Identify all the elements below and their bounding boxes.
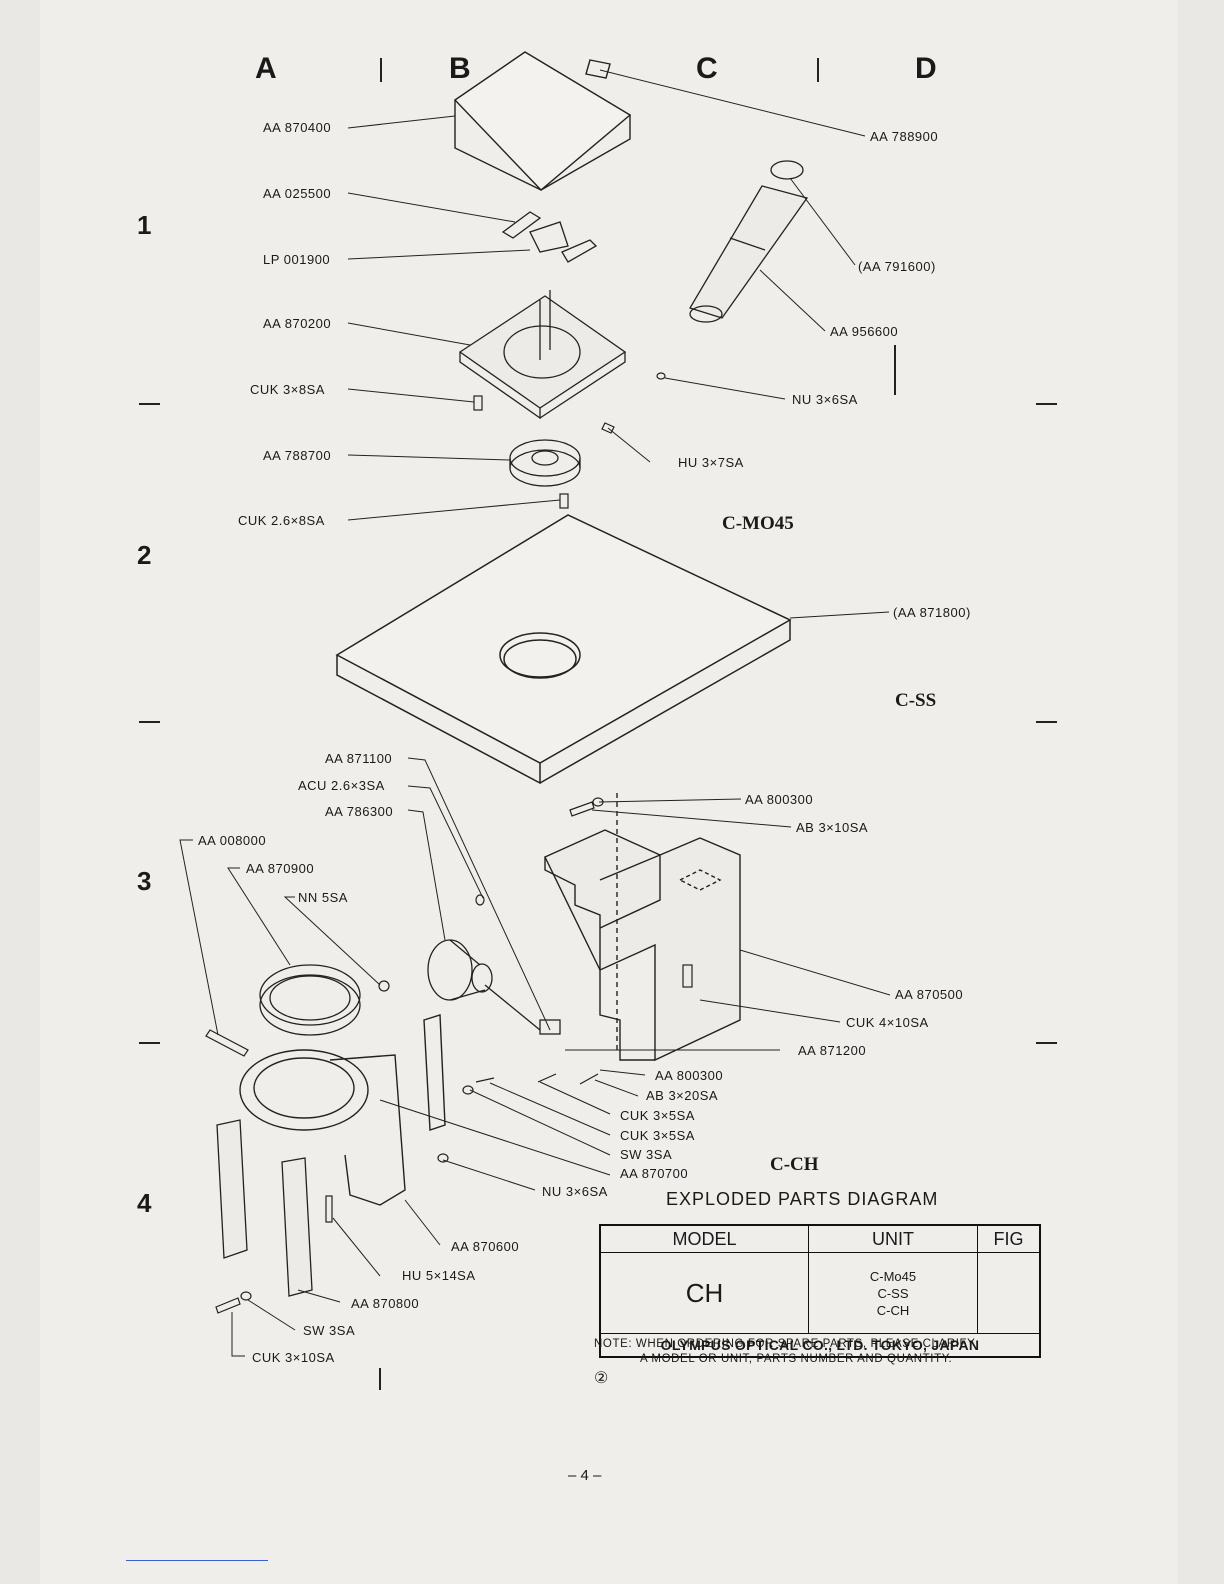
manufacturer-line: OLYMPUS OPTICAL CO., LTD. TOKYO, JAPAN <box>599 1333 1041 1358</box>
stage-plate <box>335 514 792 785</box>
part-label: CUK 3×5SA <box>620 1108 695 1123</box>
part-label: NN 5SA <box>298 890 348 905</box>
part-label: CUK 3×5SA <box>620 1128 695 1143</box>
fig-value <box>977 1252 1041 1334</box>
body-block <box>544 793 741 1062</box>
footer-rule <box>126 1560 268 1561</box>
lamp-tube <box>689 160 809 323</box>
grid-marks <box>139 58 1057 1390</box>
row-label-4: 4 <box>137 1188 152 1218</box>
part-label: AA 870500 <box>895 987 964 1002</box>
column-label-b: B <box>449 52 471 85</box>
row-label-2: 2 <box>137 540 152 570</box>
holder-body <box>239 1014 446 1206</box>
unit-list: C-Mo45 C-SS C-CH <box>808 1252 978 1334</box>
diagram-title: EXPLODED PARTS DIAGRAM <box>666 1189 939 1209</box>
part-label: AA 788900 <box>870 129 939 144</box>
part-label: (AA 791600) <box>858 259 936 274</box>
ordering-note-line1: NOTE: WHEN ORDERING FOR SPARE PARTS, PLE… <box>594 1338 976 1350</box>
part-label: CUK 4×10SA <box>846 1015 929 1030</box>
part-label: AA 786300 <box>325 804 394 819</box>
part-label: AA 800300 <box>655 1068 724 1083</box>
column-label-d: D <box>915 52 937 85</box>
part-label: AA 871200 <box>798 1043 867 1058</box>
row-label-1: 1 <box>137 210 152 240</box>
part-label: AA 800300 <box>745 792 814 807</box>
part-label: NU 3×6SA <box>792 392 858 407</box>
part-label: AA 956600 <box>830 324 899 339</box>
part-label: AA 870200 <box>263 316 332 331</box>
part-label: SW 3SA <box>303 1323 356 1338</box>
column-label-a: A <box>255 52 277 85</box>
part-label: AA 788700 <box>263 448 332 463</box>
small-screws <box>473 372 666 509</box>
part-label: CUK 3×10SA <box>252 1350 335 1365</box>
knob <box>427 939 561 1035</box>
part-label: AA 008000 <box>198 833 267 848</box>
cover-box <box>453 51 632 191</box>
unit-list-item: C-CH <box>876 1302 910 1318</box>
part-label: AA 870700 <box>620 1166 689 1181</box>
page-number: – 4 – <box>568 1467 602 1484</box>
part-label: (AA 871800) <box>893 605 971 620</box>
part-label: AA 871100 <box>325 751 393 766</box>
unit-label-cmo45: C-MO45 <box>722 513 794 534</box>
unit-header: UNIT <box>808 1224 978 1253</box>
model-header: MODEL <box>599 1224 809 1253</box>
title-block-table: MODEL UNIT FIG CH C-Mo45 C-SS C-CH OLYMP… <box>599 1224 1041 1358</box>
column-label-c: C <box>696 52 718 85</box>
unit-list-item: C-SS <box>877 1285 909 1301</box>
part-label: AA 025500 <box>263 186 332 201</box>
model-value: CH <box>599 1252 809 1334</box>
part-label: HU 5×14SA <box>402 1268 476 1283</box>
part-label: AA 870800 <box>351 1296 420 1311</box>
part-label: AA 870400 <box>263 120 332 135</box>
part-label: SW 3SA <box>620 1147 673 1162</box>
unit-label-cch: C-CH <box>770 1154 819 1175</box>
part-label: CUK 2.6×8SA <box>238 513 325 528</box>
row-label-3: 3 <box>137 866 152 896</box>
part-label: ACU 2.6×3SA <box>298 778 385 793</box>
part-label: AA 870900 <box>246 861 315 876</box>
ordering-note-line2: A MODEL OR UNIT, PARTS NUMBER AND QUANTI… <box>640 1353 953 1365</box>
part-label: AA 870600 <box>451 1239 520 1254</box>
ring-870900 <box>259 964 361 1036</box>
part-label: AB 3×20SA <box>646 1088 719 1103</box>
part-label: CUK 3×8SA <box>250 382 325 397</box>
bottom-screws <box>205 797 693 1314</box>
unit-list-item: C-Mo45 <box>869 1268 917 1284</box>
part-label: LP 001900 <box>263 252 331 267</box>
leader-lines <box>179 69 891 1357</box>
dovetail-bars <box>216 1119 313 1297</box>
part-label: AB 3×10SA <box>796 820 869 835</box>
part-label: HU 3×7SA <box>678 455 744 470</box>
mirror-plate <box>458 290 627 420</box>
unit-label-css: C-SS <box>895 690 937 711</box>
prism-parts <box>501 211 598 263</box>
fig-header: FIG <box>977 1224 1041 1253</box>
sheet-mark: ② <box>594 1370 609 1387</box>
ring-788700 <box>509 439 581 487</box>
part-label: NU 3×6SA <box>542 1184 608 1199</box>
